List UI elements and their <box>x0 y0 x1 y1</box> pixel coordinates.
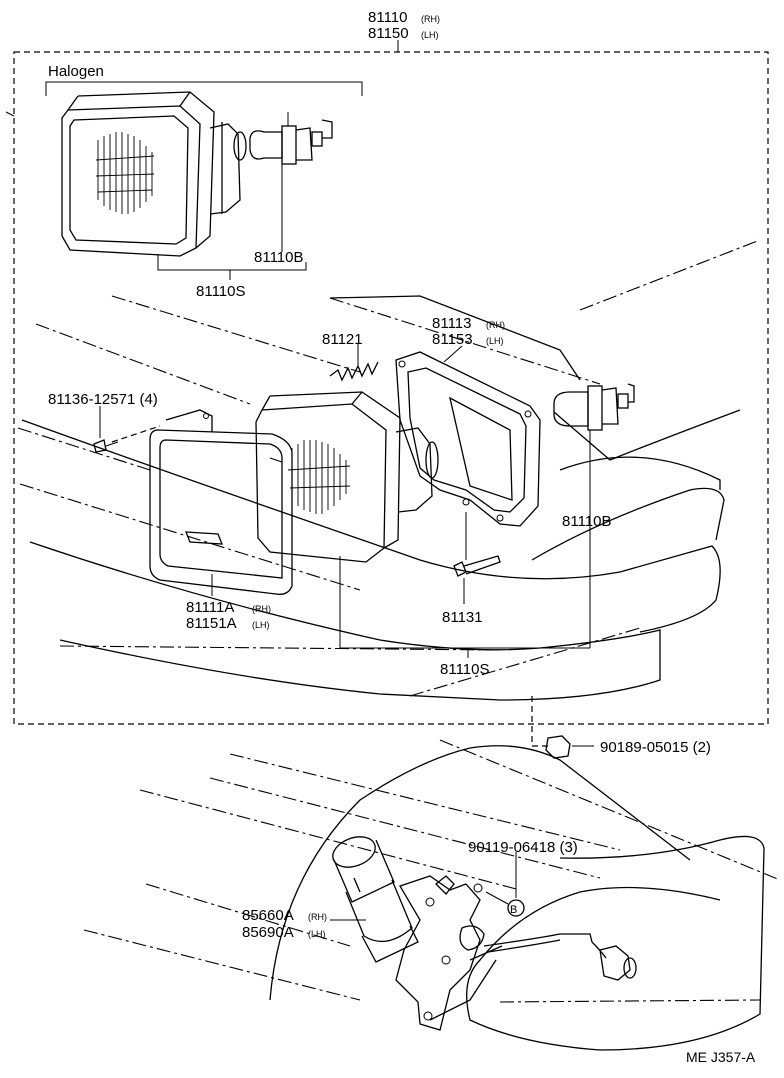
ring-rh-suffix: (RH) <box>252 604 271 614</box>
body-contour-bottom <box>83 739 781 1051</box>
halogen-heading: Halogen <box>48 63 104 80</box>
halogen-bulb-drawing <box>249 112 333 165</box>
adjusting-spring-drawing <box>329 344 379 382</box>
bolt-drawing <box>485 852 525 917</box>
housing-rh-number: 81113 <box>432 315 472 332</box>
assembly-group-box <box>5 40 769 725</box>
main-bulb-drawing <box>553 383 635 648</box>
headlamp-housing-drawing <box>395 345 541 527</box>
bezel-ring-drawing <box>111 409 293 595</box>
main-headlamp-drawing <box>255 391 439 563</box>
main-bulb-part-number: 81110B <box>562 513 612 530</box>
motor-lh-number: 85690A <box>242 924 294 941</box>
bolt-part-number: 90119-06418 (3) <box>468 839 578 856</box>
leveling-motor-drawing <box>332 836 637 1031</box>
screw-part-number: 81136-12571 (4) <box>48 391 158 408</box>
housing-rh-suffix: (RH) <box>486 320 505 330</box>
ring-lh-suffix: (LH) <box>252 620 270 630</box>
halogen-unit-part-number: 81110S <box>196 283 246 300</box>
main-unit-part-number: 81110S <box>440 661 490 678</box>
motor-lh-suffix: (LH) <box>308 929 326 939</box>
housing-lh-suffix: (LH) <box>486 336 504 346</box>
assembly-rh-suffix: (RH) <box>421 14 440 24</box>
halogen-inset <box>45 81 363 280</box>
clip-part-number: 90189-05015 (2) <box>600 739 711 756</box>
catalog-code: ME J357-A <box>686 1049 756 1065</box>
ring-lh-number: 81151A <box>186 615 237 632</box>
bolt-marker-label: B <box>510 904 517 916</box>
screw-drawing <box>93 406 119 453</box>
adjusting-screw-drawing <box>453 512 501 604</box>
assembly-rh-number: 81110 <box>368 9 408 26</box>
halogen-headlamp-drawing <box>61 91 247 257</box>
body-contour-main <box>17 239 761 701</box>
spring-part-number: 81121 <box>322 331 363 348</box>
clip-drawing <box>531 696 594 759</box>
motor-rh-suffix: (RH) <box>308 912 327 922</box>
adjusting-screw-part-number: 81131 <box>442 609 483 626</box>
ring-rh-number: 81111A <box>186 599 234 616</box>
housing-lh-number: 81153 <box>432 331 473 348</box>
assembly-lh-suffix: (LH) <box>421 30 439 40</box>
motor-rh-number: 85660A <box>242 907 294 924</box>
halogen-bulb-part-number: 81110B <box>254 249 304 266</box>
assembly-lh-number: 81150 <box>368 25 409 42</box>
bolt-marker-circle <box>507 899 525 917</box>
